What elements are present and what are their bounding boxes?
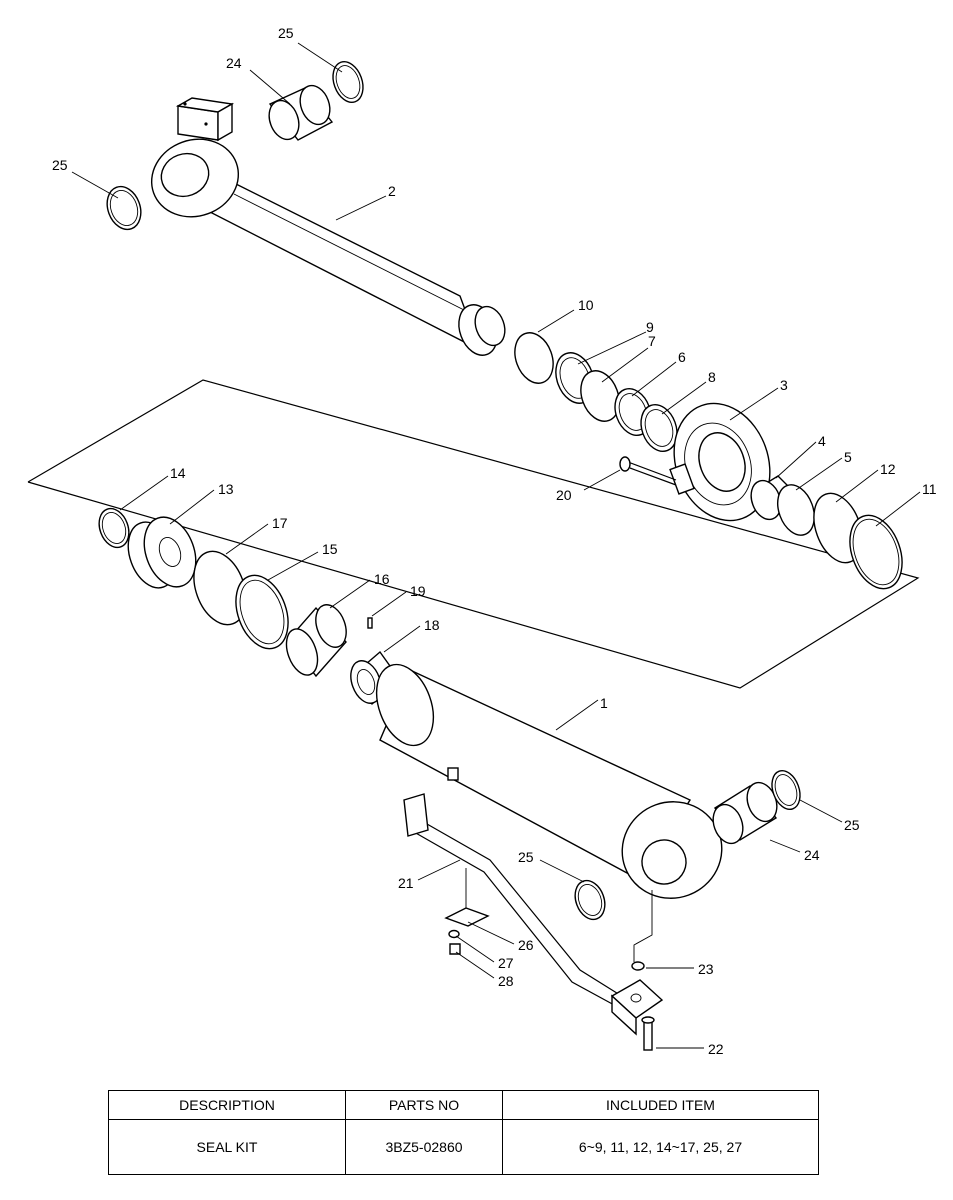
callout-12: 12 xyxy=(880,461,896,477)
bushing-lower xyxy=(712,781,778,845)
exploded-parts-diagram: 25 24 25 2 10 9 7 6 8 3 4 5 12 11 20 14 … xyxy=(27,25,937,1057)
leader-lines xyxy=(71,42,921,1049)
callout-19: 19 xyxy=(410,583,426,599)
callout-11: 11 xyxy=(922,481,937,497)
callout-20: 20 xyxy=(556,487,572,503)
callout-27: 27 xyxy=(498,955,514,971)
callout-25: 25 xyxy=(278,25,294,41)
dust-seal-upper-right xyxy=(332,60,364,104)
cylinder-tube xyxy=(375,663,723,899)
piston-rod xyxy=(150,97,506,356)
cell-description: SEAL KIT xyxy=(108,1119,346,1175)
callout-17: 17 xyxy=(272,515,288,531)
callout-25: 25 xyxy=(518,849,534,865)
callout-7: 7 xyxy=(648,333,656,349)
header-description: DESCRIPTION xyxy=(108,1090,346,1120)
dust-seal-lower-right xyxy=(771,769,801,811)
pipe xyxy=(403,793,664,1036)
callout-15: 15 xyxy=(322,541,338,557)
callout-22: 22 xyxy=(708,1041,724,1057)
callout-23: 23 xyxy=(698,961,714,977)
callout-21: 21 xyxy=(398,875,414,891)
callout-3: 3 xyxy=(780,377,788,393)
callout-4: 4 xyxy=(818,433,826,449)
cover-rings xyxy=(750,475,903,590)
header-included-item: INCLUDED ITEM xyxy=(502,1090,819,1120)
callout-25: 25 xyxy=(52,157,68,173)
callout-6: 6 xyxy=(678,349,686,365)
piston-parts xyxy=(98,507,347,678)
socket-bolt xyxy=(619,456,677,486)
callout-10: 10 xyxy=(578,297,594,313)
seal-rings-row xyxy=(514,332,678,452)
o-ring-and-bolt xyxy=(631,961,655,1051)
rod-cover xyxy=(669,402,771,522)
callout-24: 24 xyxy=(226,55,242,71)
cell-parts-no: 3BZ5-02860 xyxy=(345,1119,503,1175)
callout-28: 28 xyxy=(498,973,514,989)
callout-1: 1 xyxy=(600,695,608,711)
table-header-row: DESCRIPTION PARTS NO INCLUDED ITEM xyxy=(108,1090,819,1120)
callout-18: 18 xyxy=(424,617,440,633)
dust-seal-upper-left xyxy=(106,185,142,231)
callout-14: 14 xyxy=(170,465,186,481)
callout-5: 5 xyxy=(844,449,852,465)
parts-table: DESCRIPTION PARTS NO INCLUDED ITEM SEAL … xyxy=(108,1090,819,1175)
callout-labels: 25 24 25 2 10 9 7 6 8 3 4 5 12 11 20 14 … xyxy=(52,25,937,1057)
callout-16: 16 xyxy=(374,571,390,587)
callout-13: 13 xyxy=(218,481,234,497)
callout-8: 8 xyxy=(708,369,716,385)
bushing-upper xyxy=(268,84,334,141)
table-row: SEAL KIT 3BZ5-02860 6~9, 11, 12, 14~17, … xyxy=(108,1119,819,1175)
header-parts-no: PARTS NO xyxy=(345,1090,503,1120)
callout-24: 24 xyxy=(804,847,820,863)
callout-9: 9 xyxy=(646,319,654,335)
callout-25: 25 xyxy=(844,817,860,833)
callout-26: 26 xyxy=(518,937,534,953)
pipe-clamp xyxy=(444,868,490,955)
seal-kit-outline xyxy=(27,379,920,689)
dust-seal-lower-left xyxy=(574,879,606,921)
cell-included-item: 6~9, 11, 12, 14~17, 25, 27 xyxy=(502,1119,819,1175)
callout-2: 2 xyxy=(388,183,396,199)
